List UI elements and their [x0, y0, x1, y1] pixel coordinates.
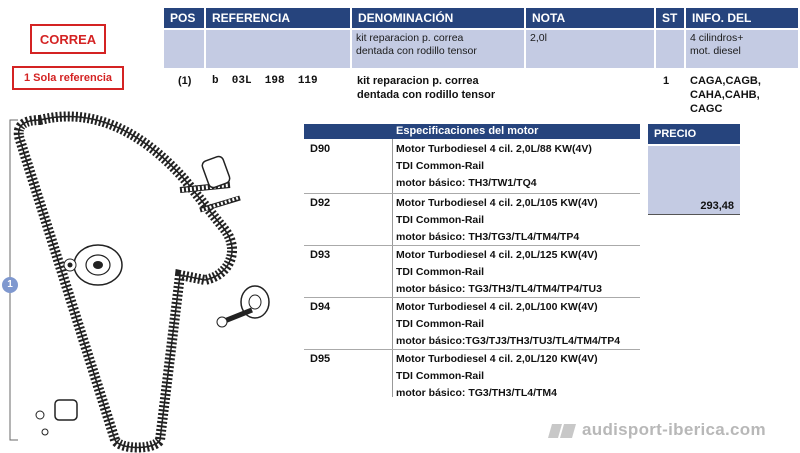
sub-referencia-cell — [206, 30, 352, 68]
col-header-denominacion: DENOMINACIÓN — [352, 8, 526, 28]
callout-number: 1 — [7, 279, 13, 290]
specs-title: Especificaciones del motor — [396, 125, 539, 137]
sola-referencia-text: 1 Sola referencia — [23, 72, 113, 84]
precio-underline — [648, 214, 740, 215]
precio-cell: 293,48 — [648, 146, 740, 214]
spec-row: Motor Turbodiesel 4 cil. 2,0L/105 KW(4V)… — [396, 195, 598, 246]
spec-line: motor básico: TG3/TH3/TL4/TM4 — [396, 387, 558, 399]
col-header-pos: POS — [164, 8, 206, 28]
spec-line: motor básico: TH3/TW1/TQ4 — [396, 177, 537, 189]
watermark-logo-icon — [548, 424, 576, 438]
spec-line: Motor Turbodiesel 4 cil. 2,0L/100 KW(4V) — [396, 301, 598, 313]
col-pos-label: POS — [170, 11, 196, 25]
sub-denominacion-cell: kit reparacion p. correa dentada con rod… — [352, 30, 526, 68]
part-denominacion-line2: dentada con rodillo tensor — [357, 89, 496, 101]
sub-info-line1: 4 cilindros+ — [690, 32, 744, 44]
spec-line: TDI Common-Rail — [396, 160, 485, 172]
spec-line: Motor Turbodiesel 4 cil. 2,0L/105 KW(4V) — [396, 197, 598, 209]
spec-code: D94 — [310, 301, 331, 313]
part-info-line3: CAGC — [690, 103, 723, 115]
specs-header: Especificaciones del motor — [304, 124, 640, 139]
timing-belt-diagram — [9, 111, 270, 453]
spec-row: Motor Turbodiesel 4 cil. 2,0L/120 KW(4V)… — [396, 351, 598, 402]
spec-line: motor básico: TG3/TH3/TL4/TM4/TP4/TU3 — [396, 283, 602, 295]
spec-code: D93 — [310, 249, 331, 261]
sub-nota-value: 2,0l — [530, 32, 547, 44]
sub-denominacion-line1: kit reparacion p. correa — [356, 32, 464, 44]
precio-label: PRECIO — [654, 128, 697, 140]
spec-line: TDI Common-Rail — [396, 318, 485, 330]
col-header-st: ST — [656, 8, 686, 28]
part-referencia[interactable]: b 03L 198 119 — [212, 75, 318, 87]
engine-specs-table: Especificaciones del motor D90 Motor Tur… — [304, 124, 640, 400]
spec-code: D92 — [310, 197, 331, 209]
col-header-referencia: REFERENCIA — [206, 8, 352, 28]
part-info-line2: CAHA,CAHB, — [690, 89, 760, 101]
spec-row: Motor Turbodiesel 4 cil. 2,0L/125 KW(4V)… — [396, 247, 602, 298]
spec-code: D95 — [310, 353, 331, 365]
col-header-nota: NOTA — [526, 8, 656, 28]
sub-nota-cell: 2,0l — [526, 30, 656, 68]
col-header-info: INFO. DEL MODELO — [686, 8, 798, 45]
spec-line: Motor Turbodiesel 4 cil. 2,0L/125 KW(4V) — [396, 249, 598, 261]
precio-value: 293,48 — [700, 200, 734, 212]
part-info-line1: CAGA,CAGB, — [690, 75, 761, 87]
callout-marker[interactable]: 1 — [2, 277, 18, 293]
part-denominacion: kit reparacion p. correa dentada con rod… — [357, 74, 495, 102]
spec-line: motor básico: TH3/TG3/TL4/TM4/TP4 — [396, 231, 580, 243]
sub-info-line2: mot. diesel — [690, 45, 741, 57]
spec-line: TDI Common-Rail — [396, 214, 485, 226]
correa-label-text: CORREA — [39, 31, 97, 47]
col-referencia-label: REFERENCIA — [212, 11, 291, 25]
sub-pos-cell — [164, 30, 206, 68]
part-pos: (1) — [178, 75, 192, 87]
part-info: CAGA,CAGB, CAHA,CAHB, CAGC — [690, 74, 761, 116]
spec-separator — [304, 349, 640, 350]
spec-line: Motor Turbodiesel 4 cil. 2,0L/88 KW(4V) — [396, 143, 592, 155]
spec-line: Motor Turbodiesel 4 cil. 2,0L/120 KW(4V) — [396, 353, 598, 365]
part-st: 1 — [663, 75, 670, 87]
spec-line: TDI Common-Rail — [396, 370, 485, 382]
watermark-text: audisport-iberica.com — [582, 420, 766, 439]
spec-separator — [304, 245, 640, 246]
sub-st-cell — [656, 30, 686, 68]
col-nota-label: NOTA — [532, 11, 566, 25]
part-denominacion-line1: kit reparacion p. correa — [357, 75, 479, 87]
col-st-label: ST — [662, 11, 678, 25]
sub-denominacion-line2: dentada con rodillo tensor — [356, 45, 477, 57]
sola-referencia-label: 1 Sola referencia — [12, 66, 124, 90]
spec-row: Motor Turbodiesel 4 cil. 2,0L/88 KW(4V) … — [396, 141, 592, 192]
spec-line: TDI Common-Rail — [396, 266, 485, 278]
spec-line: motor básico:TG3/TJ3/TH3/TU3/TL4/TM4/TP4 — [396, 335, 621, 347]
col-denominacion-label: DENOMINACIÓN — [358, 11, 454, 25]
spec-separator — [304, 193, 640, 194]
spec-separator — [304, 297, 640, 298]
correa-label: CORREA — [30, 24, 106, 54]
sub-info-cell: 4 cilindros+ mot. diesel — [686, 30, 798, 68]
specs-divider — [392, 139, 393, 397]
spec-row: Motor Turbodiesel 4 cil. 2,0L/100 KW(4V)… — [396, 299, 620, 350]
spec-code: D90 — [310, 143, 331, 155]
precio-header: PRECIO — [648, 124, 740, 144]
